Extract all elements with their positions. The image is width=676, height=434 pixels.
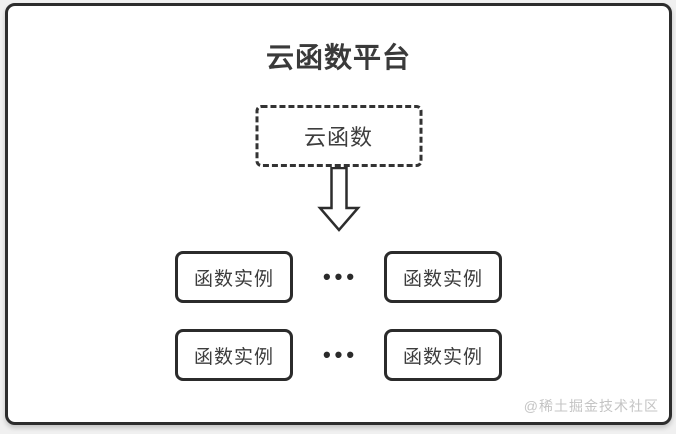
function-instance-label: 函数实例 — [402, 268, 483, 290]
function-instance-node: 函数实例 — [384, 251, 502, 303]
ellipsis: ••• — [322, 264, 359, 289]
ellipsis-wrap: ••• — [293, 266, 384, 288]
platform-panel: 云函数平台 云函数 函数实例 ••• 函数实例 函数实例 ••• — [5, 3, 672, 425]
function-instance-label: 函数实例 — [193, 268, 274, 290]
instance-row: 函数实例 ••• 函数实例 — [175, 329, 502, 381]
ellipsis: ••• — [322, 342, 359, 367]
watermark: @稀土掘金技术社区 — [523, 398, 659, 414]
cloud-function-label: 云函数 — [303, 125, 373, 150]
function-instance-node: 函数实例 — [175, 329, 293, 381]
instances-grid: 函数实例 ••• 函数实例 函数实例 ••• 函数实例 — [175, 251, 502, 381]
function-instance-label: 函数实例 — [402, 346, 483, 368]
function-instance-node: 函数实例 — [384, 329, 502, 381]
instance-row: 函数实例 ••• 函数实例 — [175, 251, 502, 303]
function-instance-node: 函数实例 — [175, 251, 293, 303]
cloud-function-node: 云函数 — [255, 105, 422, 167]
down-arrow-icon — [316, 167, 361, 232]
function-instance-label: 函数实例 — [193, 346, 274, 368]
diagram-title: 云函数平台 — [265, 42, 411, 73]
ellipsis-wrap: ••• — [293, 344, 384, 366]
